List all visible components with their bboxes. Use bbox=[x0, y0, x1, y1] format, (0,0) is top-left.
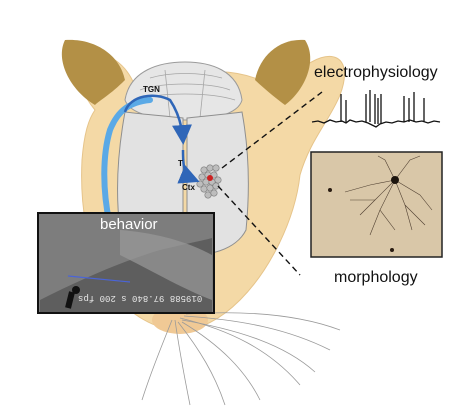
recorded-neuron-marker bbox=[207, 175, 213, 181]
whiskers bbox=[141, 312, 341, 406]
tgn-loop-arrow bbox=[123, 94, 192, 145]
morphology-micrograph bbox=[310, 151, 443, 258]
morphology-label: morphology bbox=[334, 269, 418, 286]
connector-lines bbox=[217, 91, 323, 276]
tgn-label: TGN bbox=[143, 85, 160, 94]
thalamus-to-cortex-arrow bbox=[177, 149, 200, 184]
behavior-video-frame bbox=[37, 212, 215, 314]
barrel-cortex bbox=[196, 164, 222, 199]
electrophysiology-label: electrophysiology bbox=[314, 64, 438, 81]
cerebellum-folia bbox=[134, 69, 236, 119]
left-ear bbox=[61, 39, 125, 105]
behavior-label: behavior bbox=[100, 216, 158, 233]
right-ear bbox=[255, 39, 311, 105]
cortex-label: Ctx bbox=[182, 183, 195, 192]
thalamus-label: T bbox=[178, 159, 183, 168]
electrophysiology-trace bbox=[311, 90, 441, 128]
video-timestamp: 019588 97.840 s 200 fps bbox=[78, 293, 203, 303]
